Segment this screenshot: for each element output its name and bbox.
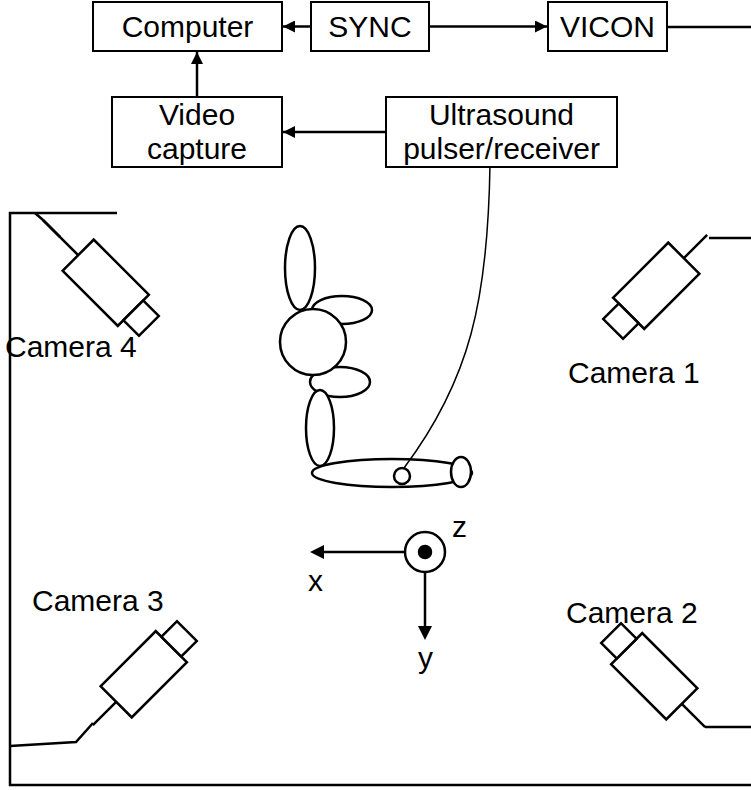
process-box: Ultrasound pulser/receiver [385,96,618,168]
vicon-wire [668,26,751,29]
camera-3 [77,616,202,741]
connector-arrow [430,25,547,28]
box-label: SYNC [328,10,411,44]
camera-label: Camera 4 [5,330,137,364]
process-box: VICON [547,1,668,52]
camera-cable [709,237,751,240]
subject-figure [280,226,472,487]
process-box: Computer [92,1,283,52]
camera-4 [27,204,164,341]
camera-cable [705,726,751,729]
connector-arrow [283,25,310,28]
camera-label: Camera 3 [32,584,164,618]
axis-label: z [452,510,467,544]
camera-label: Camera 1 [568,356,700,390]
connector-arrow [196,52,199,96]
box-label: VICON [560,10,655,44]
box-label: Ultrasound pulser/receiver [387,98,616,166]
camera-cable [43,220,60,237]
process-box: SYNC [310,1,430,52]
ultrasound-probe [394,468,410,484]
probe-cable [404,164,490,468]
axes-symbol [310,532,445,640]
axis-label: x [308,564,323,598]
camera-2 [596,618,721,743]
camera-cable [35,213,43,220]
camera-1 [598,219,723,344]
axis-label: y [418,641,433,675]
box-label: Video capture [113,98,281,166]
connector-arrow [283,131,385,134]
box-label: Computer [122,10,254,44]
camera-label: Camera 2 [566,596,698,630]
process-box: Video capture [111,96,283,168]
room-wall [10,213,751,785]
camera-cable [10,723,93,746]
